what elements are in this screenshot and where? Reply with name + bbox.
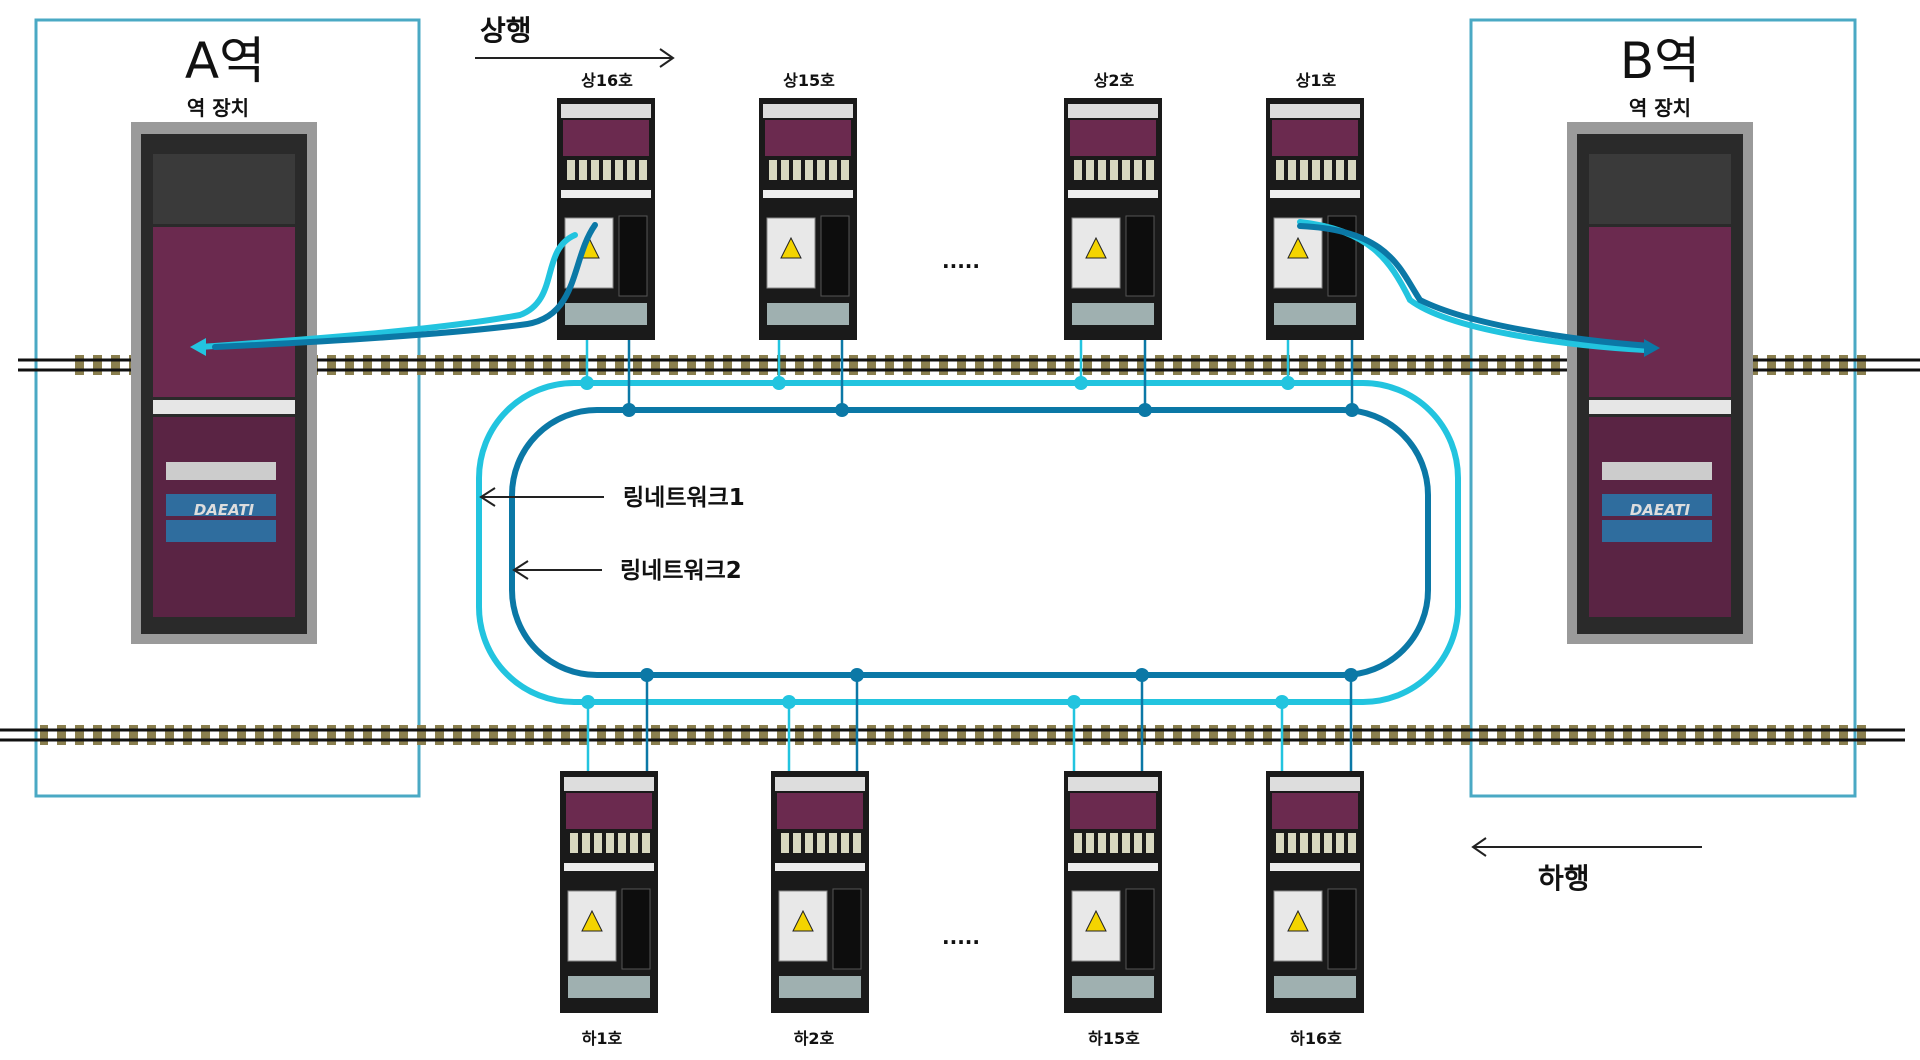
unit-label: 하1호: [582, 1029, 623, 1048]
direction-down-label: 하행: [1538, 862, 1590, 895]
direction-up-label: 상행: [480, 14, 532, 47]
unit-rack-up-1: [1266, 98, 1364, 340]
ring-network-1: [476, 380, 1461, 705]
lower-track: [0, 725, 1905, 745]
unit-rack-down-15: [1064, 771, 1162, 1013]
station-b-rack: [1567, 122, 1753, 644]
unit-label: 상2호: [1094, 71, 1135, 90]
direction-down-arrow: [1471, 837, 1702, 857]
unit-label: 하2호: [794, 1029, 835, 1048]
station-cables: [190, 219, 1660, 357]
unit-rack-up-15: [759, 98, 857, 340]
station-a-box: [34, 18, 421, 798]
unit-rack-down-16: [1266, 771, 1364, 1013]
station-a-brand: DAEATI: [194, 501, 255, 519]
unit-rack-up-16: [557, 98, 655, 340]
ring-1-label: 링네트워크1: [623, 485, 745, 511]
ring-network-2: [509, 407, 1431, 678]
station-b-box: [1469, 18, 1857, 798]
unit-label: 하16호: [1290, 1029, 1342, 1048]
station-b-brand: DAEATI: [1630, 501, 1691, 519]
ring-2-pointer: [512, 560, 602, 580]
unit-rack-up-2: [1064, 98, 1162, 340]
ring-connections: [585, 339, 1354, 771]
station-a-rack: [131, 122, 317, 644]
station-b-device-label: 역 장치: [1629, 96, 1691, 120]
station-a-device-label: 역 장치: [187, 96, 249, 120]
direction-up-arrow: [475, 48, 675, 68]
station-b-title: B역: [1620, 32, 1700, 90]
unit-label: 상1호: [1296, 71, 1337, 90]
ellipsis-up: .....: [942, 249, 980, 273]
unit-label: 상15호: [783, 71, 835, 90]
unit-label: 상16호: [581, 71, 633, 90]
ring-2-label: 링네트워크2: [620, 558, 742, 584]
unit-rack-down-2: [771, 771, 869, 1013]
ring-nodes: [580, 376, 1359, 709]
ring-1-pointer: [479, 487, 604, 507]
station-a-title: A역: [185, 32, 265, 90]
unit-rack-down-1: [560, 771, 658, 1013]
unit-label: 하15호: [1088, 1029, 1140, 1048]
ellipsis-down: .....: [942, 925, 980, 949]
